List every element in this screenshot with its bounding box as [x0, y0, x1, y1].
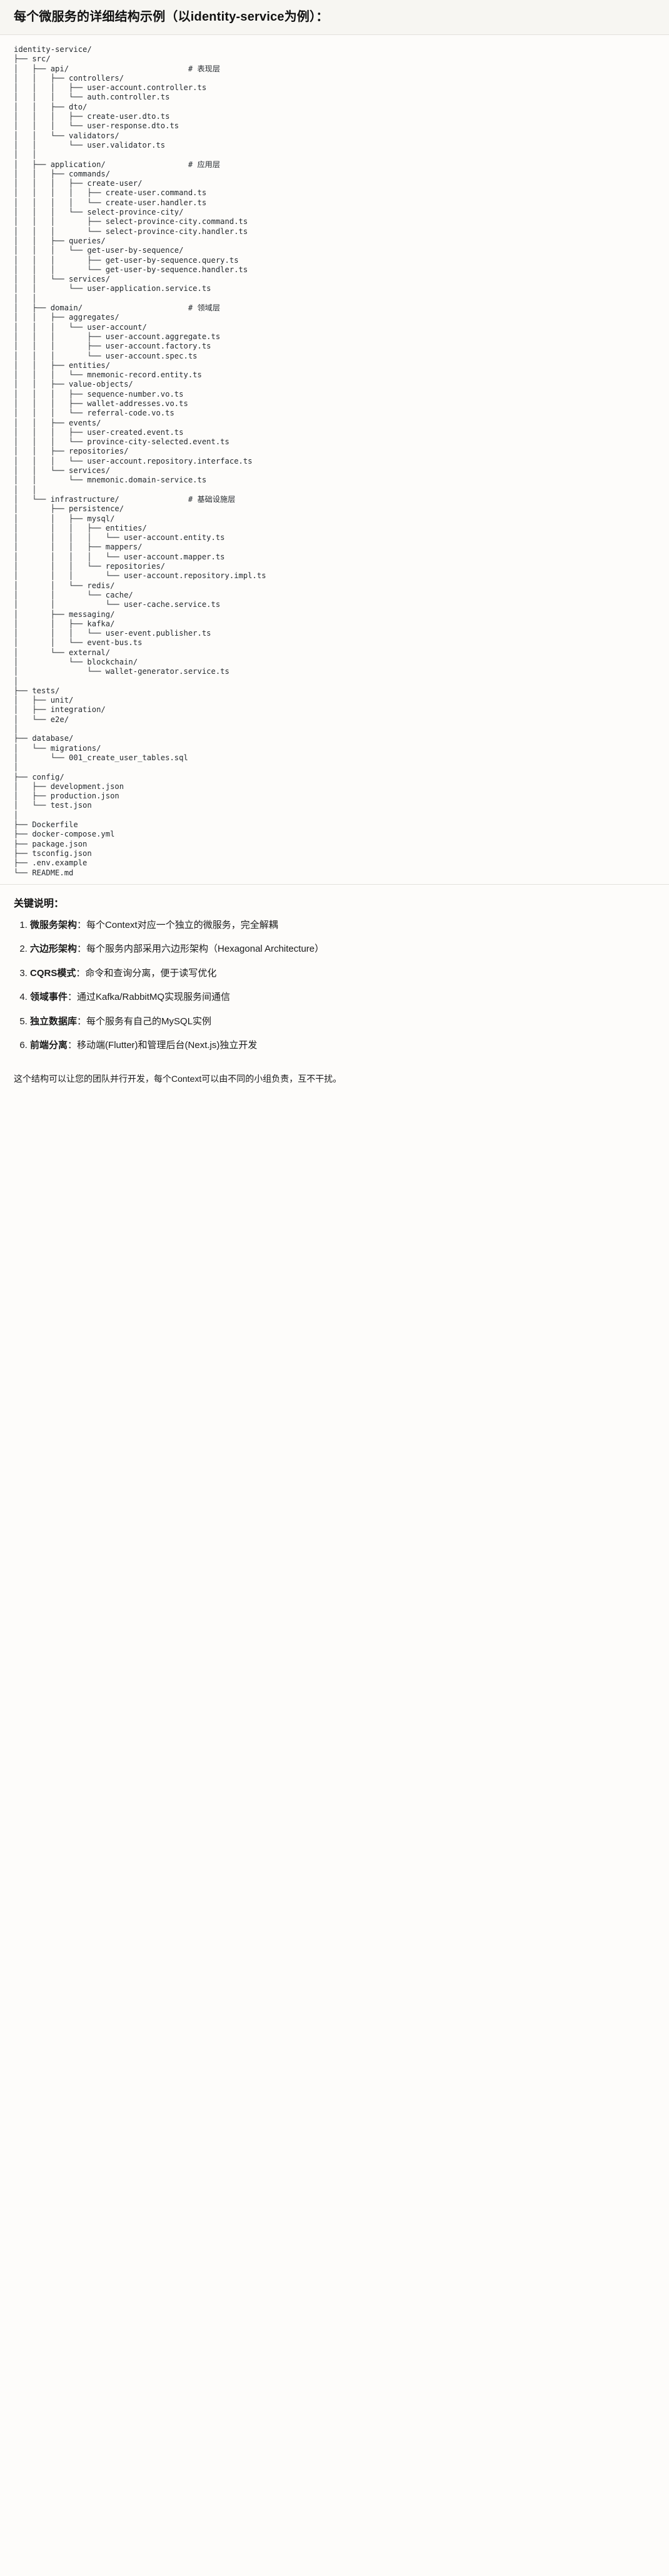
key-point-description: 每个Context对应一个独立的微服务，完全解耦 [86, 919, 278, 930]
key-point-separator: ： [77, 944, 87, 955]
key-point-item: 六边形架构：每个服务内部采用六边形架构（Hexagonal Architectu… [30, 942, 655, 957]
key-point-description: 命令和查询分离，便于读写优化 [85, 967, 217, 979]
key-point-description: 每个服务内部采用六边形架构（Hexagonal Architecture） [86, 944, 324, 955]
key-point-name: 独立数据库 [30, 1016, 78, 1027]
key-point-name: 六边形架构 [30, 944, 78, 955]
key-point-name: 前端分离 [30, 1040, 68, 1051]
footer-note: 这个结构可以让您的团队并行开发，每个Context可以由不同的小组负责，互不干扰… [0, 1067, 669, 1100]
key-point-description: 通过Kafka/RabbitMQ实现服务间通信 [77, 992, 231, 1003]
key-point-item: 独立数据库：每个服务有自己的MySQL实例 [30, 1015, 655, 1029]
key-point-separator: ： [77, 919, 87, 930]
key-point-item: 前端分离：移动端(Flutter)和管理后台(Next.js)独立开发 [30, 1039, 655, 1053]
directory-tree: identity-service/ ├── src/ │ ├── api/ # … [14, 45, 266, 877]
key-points-list: 微服务架构：每个Context对应一个独立的微服务，完全解耦六边形架构：每个服务… [14, 919, 655, 1053]
key-point-separator: ： [68, 1040, 78, 1051]
key-point-name: 微服务架构 [30, 919, 78, 930]
key-point-separator: ： [68, 992, 78, 1003]
directory-tree-block: identity-service/ ├── src/ │ ├── api/ # … [0, 35, 669, 884]
key-point-name: CQRS模式 [30, 967, 76, 979]
key-point-separator: ： [77, 1016, 87, 1027]
key-point-separator: ： [76, 967, 86, 979]
key-point-item: 微服务架构：每个Context对应一个独立的微服务，完全解耦 [30, 919, 655, 933]
key-points-section: 关键说明： 微服务架构：每个Context对应一个独立的微服务，完全解耦六边形架… [0, 883, 669, 1068]
page-title: 每个微服务的详细结构示例（以identity-service为例）： [14, 10, 329, 24]
key-point-description: 移动端(Flutter)和管理后台(Next.js)独立开发 [77, 1040, 258, 1051]
page-header: 每个微服务的详细结构示例（以identity-service为例）： [0, 0, 669, 35]
document-page: 每个微服务的详细结构示例（以identity-service为例）： ident… [0, 0, 669, 1100]
key-point-description: 每个服务有自己的MySQL实例 [86, 1016, 212, 1027]
key-point-item: 领域事件：通过Kafka/RabbitMQ实现服务间通信 [30, 990, 655, 1005]
key-point-name: 领域事件 [30, 992, 68, 1003]
key-point-item: CQRS模式：命令和查询分离，便于读写优化 [30, 967, 655, 981]
key-points-title: 关键说明： [14, 898, 64, 909]
